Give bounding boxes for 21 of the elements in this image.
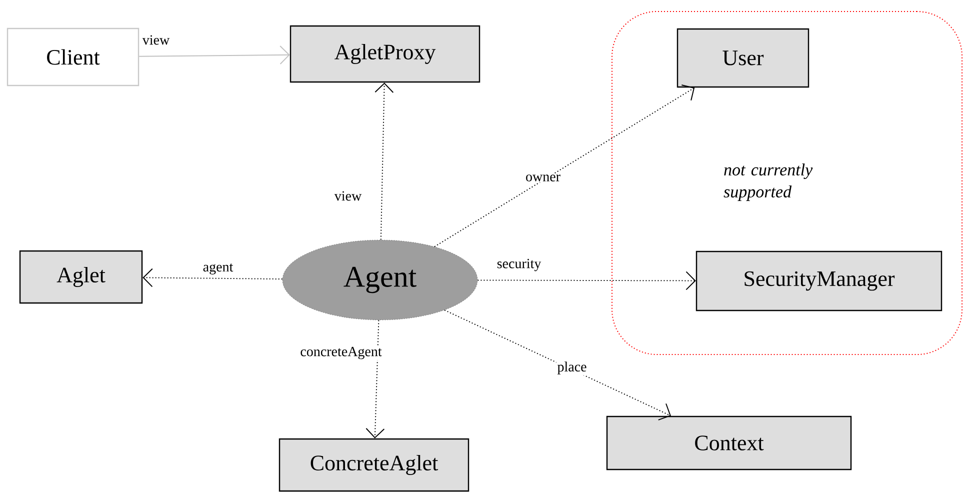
edge-label: view bbox=[141, 34, 171, 46]
edge-label: view bbox=[333, 190, 363, 202]
class-box: SecurityManager bbox=[696, 250, 942, 312]
arrow bbox=[374, 82, 394, 240]
arrow bbox=[477, 271, 696, 290]
class-box: Aglet bbox=[19, 250, 143, 304]
arrow bbox=[142, 268, 283, 288]
class-box: AgletProxy bbox=[290, 25, 480, 83]
edge-label: place bbox=[556, 360, 588, 376]
arrow bbox=[444, 310, 671, 420]
edge-label: security bbox=[496, 258, 542, 272]
arrow bbox=[138, 46, 290, 64]
edge-label: agent bbox=[202, 262, 234, 276]
edge-label: concreteAgent bbox=[299, 346, 383, 360]
arrow bbox=[434, 84, 695, 248]
arrow bbox=[366, 320, 385, 438]
class-box: Client bbox=[6, 28, 140, 86]
edge-label: owner bbox=[524, 174, 562, 182]
class-box: Context bbox=[606, 416, 852, 470]
class-box: User bbox=[676, 28, 810, 88]
class-box: ConcreteAglet bbox=[278, 438, 470, 492]
